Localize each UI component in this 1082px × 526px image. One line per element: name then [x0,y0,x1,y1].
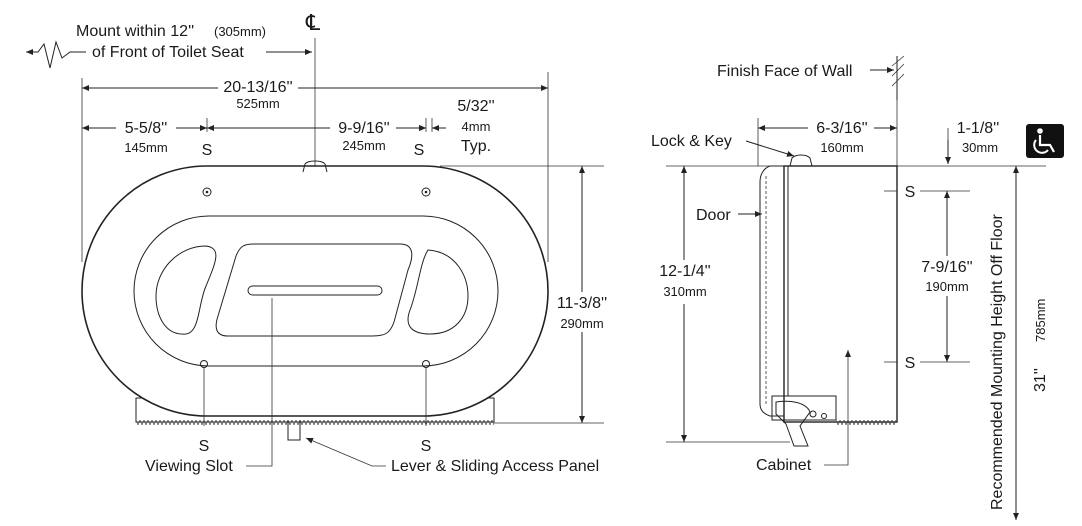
right-roll-window [407,249,469,335]
screw-label-top-right: S [414,142,425,159]
side-screw [821,413,827,419]
screw-label-bottom-right: S [421,438,432,455]
mount-height-note: Recommended Mounting Height Off Floor [989,213,1006,510]
wall-hatch [891,55,905,87]
lever-panel-label: Lever & Sliding Access Panel [391,458,599,475]
lever-panel-leader [305,437,386,467]
side-view: Finish Face of Wall 6-3/16'' 160mm Lock … [650,55,1064,520]
door-label: Door [696,207,731,224]
cabinet-body [783,165,898,423]
mount-note-mm: (305mm) [214,24,266,39]
side-screw [809,410,817,418]
edge-note: Typ. [461,138,491,155]
screw-hole [421,187,431,197]
left-offset-mm: 145mm [124,140,167,155]
mount-note-line1: Mount within 12'' [76,23,194,40]
viewing-slot-label: Viewing Slot [145,458,233,475]
edge-in: 5/32'' [457,98,494,115]
front-view: Mount within 12'' (305mm) of Front of To… [26,10,612,475]
cabinet-label: Cabinet [756,457,812,474]
mount-note-line2: of Front of Toilet Seat [92,44,244,61]
left-offset-in: 5-5/8'' [125,120,168,137]
depth-in: 6-3/16'' [816,120,867,137]
overall-width-in: 20-13/16'' [223,79,292,96]
dispenser-cover [81,165,549,417]
side-screw-label-top: S [905,184,916,201]
side-screw-spacing-mm: 190mm [925,279,968,294]
screw-hole [202,187,212,197]
height-mm: 290mm [560,316,603,331]
screw-label-bottom-left: S [199,438,210,455]
side-lock [789,154,813,167]
overall-width-mm: 525mm [236,96,279,111]
viewing-slot-leader [246,298,273,467]
mount-height-in: 31'' [1032,368,1049,392]
depth-mm: 160mm [820,140,863,155]
side-lever [775,400,811,447]
side-height-in: 12-1/4'' [659,263,710,280]
top-offset-in: 1-1/8'' [957,120,1000,137]
edge-mm: 4mm [462,119,491,134]
lock-key-label: Lock & Key [651,133,732,150]
back-plate-serration [136,420,494,425]
viewing-slot [247,285,383,296]
screw-spacing-mm: 245mm [342,138,385,153]
break-line [26,40,86,69]
lock [302,160,328,173]
cover-inner-panel [133,215,499,367]
mount-height-mm: 785mm [1033,299,1048,342]
top-offset-mm: 30mm [962,140,998,155]
lock-key-leader [745,140,795,157]
centerline-symbol: ℄ [305,10,321,35]
side-screw-label-bottom: S [905,355,916,372]
side-screw-spacing-in: 7-9/16'' [921,259,972,276]
side-height-mm: 310mm [663,284,706,299]
side-serration [836,420,896,425]
door [759,165,784,417]
center-window [215,243,413,337]
left-roll-window [155,245,217,335]
screw-hole [422,360,430,368]
screw-label-top-left: S [202,142,213,159]
lever [287,420,301,441]
screw-hole [200,360,208,368]
cabinet-leader [824,350,851,466]
height-in: 11-3/8'' [557,295,607,312]
finish-wall-label: Finish Face of Wall [717,63,852,80]
screw-spacing-in: 9-9/16'' [338,120,389,137]
